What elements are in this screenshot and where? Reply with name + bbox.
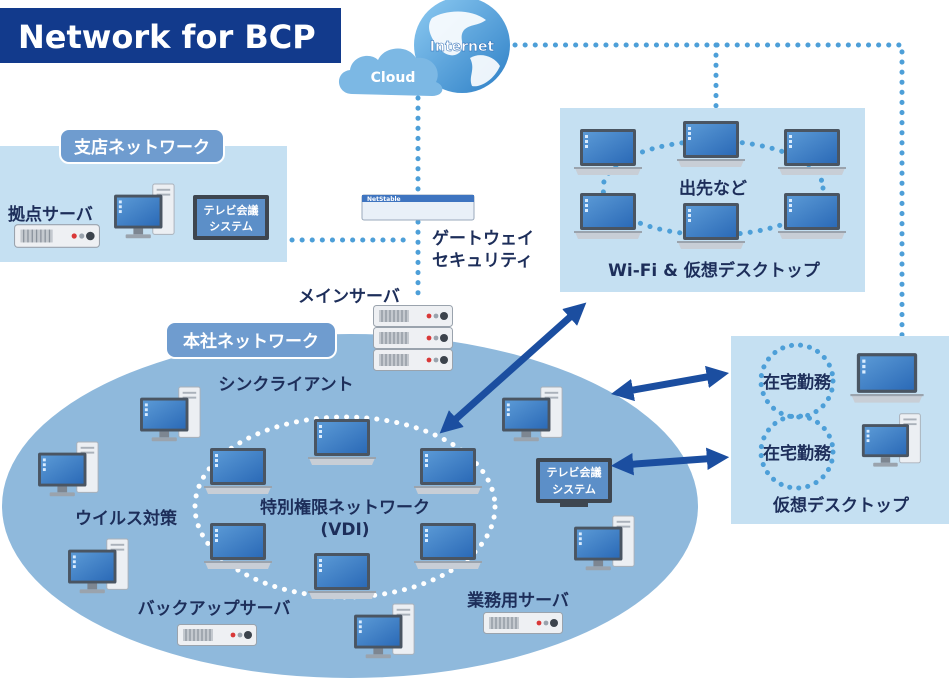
hq-tv-line1: テレビ会議 — [547, 465, 602, 479]
hq-badge-label: 本社ネットワーク — [183, 331, 319, 352]
gateway-security: NetStable ゲートウェイ セキュリティ — [361, 194, 534, 271]
home-ring-2 — [758, 413, 836, 491]
vdi-label-line2: (VDI) — [320, 520, 369, 540]
remote-laptop-2 — [677, 121, 745, 167]
branch-badge-label: 支店ネットワーク — [74, 137, 210, 158]
remote-laptop-5 — [677, 203, 745, 249]
cloud: Cloud — [338, 48, 443, 96]
remote-center-label: 出先など — [679, 178, 747, 199]
hq-home-arrow-1 — [610, 365, 730, 402]
hq-tv-line2: システム — [552, 483, 596, 496]
branch-network: 支店ネットワーク 拠点サーバ テレビ会議 システム — [0, 128, 287, 262]
vdi-laptop-4 — [204, 523, 272, 569]
main-server-icon-1 — [372, 305, 454, 327]
vdi-remote-arrow — [439, 302, 587, 434]
hq-badge — [165, 321, 337, 359]
vdi-laptop-2 — [204, 448, 272, 494]
remote-laptop-3 — [778, 129, 846, 175]
hq-antivirus-label: ウイルス対策 — [75, 508, 178, 529]
hq-business-server-icon — [482, 612, 564, 634]
arrows — [439, 302, 730, 476]
vdi-laptop-3 — [414, 448, 482, 494]
remote-bottom-label: Wi-Fi & 仮想デスクトップ — [608, 260, 821, 281]
branch-tv-line1: テレビ会議 — [204, 203, 259, 217]
home-panel-group: 在宅勤務 在宅勤務 仮想デスクトップ — [731, 336, 949, 524]
main-server-icon-3 — [372, 349, 454, 371]
hq-backup-server-icon — [176, 624, 258, 646]
cloud-label: Cloud — [371, 70, 416, 86]
hq-tv-conference: テレビ会議 システム — [536, 458, 612, 507]
vdi-laptop-6 — [308, 553, 376, 599]
main-server-stack: メインサーバ — [298, 287, 454, 371]
hq-network: 本社ネットワーク メインサーバ シンクライアント ウイルス対策 バックアップサー… — [2, 287, 698, 678]
main-server-label: メインサーバ — [298, 287, 400, 307]
branch-badge — [59, 128, 225, 164]
remote-panel-group: 出先など Wi-Fi & 仮想デスクトップ — [560, 108, 865, 292]
remote-laptop-6 — [778, 193, 846, 239]
hq-home-arrow-2 — [610, 447, 730, 476]
internet-label: Internet — [430, 39, 495, 55]
title-banner: Network for BCP — [0, 8, 341, 63]
branch-tv-conference: テレビ会議 システム — [193, 195, 269, 240]
internet-globe: Internet — [414, 0, 510, 93]
remote-laptop-1 — [574, 129, 642, 175]
internet-to-home-link — [512, 42, 905, 339]
branch-tv-line2: システム — [209, 220, 253, 233]
vdi-laptop-5 — [414, 523, 482, 569]
hq-thin-client-label: シンクライアント — [218, 375, 353, 395]
home-bottom-label: 仮想デスクトップ — [772, 495, 910, 516]
gateway-label-line1: ゲートウェイ — [432, 228, 534, 249]
gateway-device-label: NetStable — [367, 196, 401, 203]
home-laptop — [850, 353, 924, 403]
branch-server-icon — [14, 224, 100, 248]
vdi-label-line1: 特別権限ネットワーク — [260, 497, 430, 518]
cloud-icon — [338, 48, 443, 96]
hq-business-server-label: 業務用サーバ — [467, 590, 569, 611]
vdi-laptop-1 — [308, 419, 376, 465]
home-ring-1 — [758, 342, 836, 420]
home-work-label-1: 在宅勤務 — [763, 372, 832, 393]
main-server-icon-2 — [372, 327, 454, 349]
home-work-label-2: 在宅勤務 — [763, 443, 832, 464]
connection-lines — [289, 42, 905, 339]
branch-server-label: 拠点サーバ — [8, 204, 93, 225]
gateway-label-line2: セキュリティ — [432, 251, 533, 271]
hq-backup-label: バックアップサーバ — [138, 598, 291, 619]
remote-laptop-4 — [574, 193, 642, 239]
page-title: Network for BCP — [18, 18, 316, 56]
